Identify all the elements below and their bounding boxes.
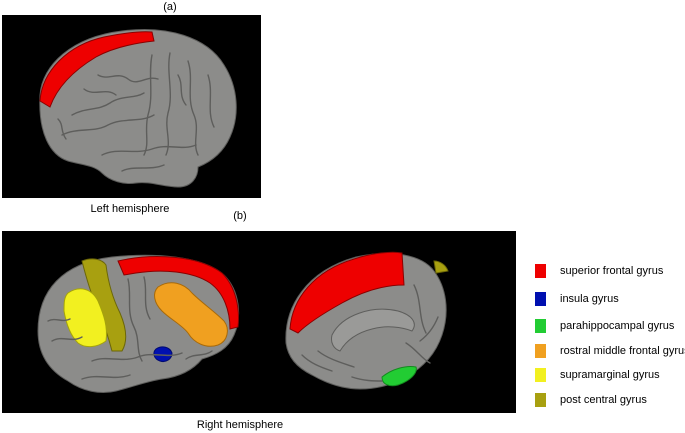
right-medial-superior-frontal-region	[289, 251, 405, 334]
legend-label: rostral middle frontal gyrus	[560, 345, 685, 357]
legend-swatch	[535, 368, 546, 382]
legend-swatch	[535, 393, 546, 407]
right-medial-parahippocampal-region	[381, 366, 417, 387]
left-hemisphere-brain-image	[39, 29, 237, 188]
legend-item-superior-frontal: superior frontal gyrus	[535, 264, 663, 278]
legend-swatch	[535, 292, 546, 306]
legend-label: superior frontal gyrus	[560, 265, 664, 277]
right-lateral-rostral-middle-frontal-region	[154, 282, 228, 347]
left-hemisphere-panel	[2, 15, 261, 198]
legend-item-insula: insula gyrus	[535, 292, 619, 306]
left-sulci-lines	[57, 52, 215, 172]
right-medial-sulci-lines	[301, 284, 439, 382]
legend-swatch	[535, 264, 546, 278]
right-hemisphere-caption: Right hemisphere	[196, 419, 284, 431]
panel-b-title: (b)	[233, 210, 247, 222]
right-lateral-supramarginal-region	[63, 288, 107, 348]
legend-label: insula gyrus	[560, 293, 619, 305]
right-hemisphere-brain-image	[37, 251, 449, 394]
right-medial-post-central-region	[433, 260, 449, 274]
legend-item-rostral-middle-frontal: rostral middle frontal gyrus	[535, 344, 685, 358]
legend-label: post central gyrus	[560, 394, 647, 406]
legend-item-post-central: post central gyrus	[535, 393, 647, 407]
legend-swatch	[535, 344, 546, 358]
panel-a-title: (a)	[163, 1, 177, 13]
legend-item-parahippocampal: parahippocampal gyrus	[535, 319, 674, 333]
legend-label: parahippocampal gyrus	[560, 320, 675, 332]
left-superior-frontal-region	[39, 31, 155, 108]
legend-swatch	[535, 319, 546, 333]
legend-item-supramarginal: supramarginal gyrus	[535, 368, 660, 382]
right-hemisphere-panel	[2, 231, 516, 413]
right-lateral-insula-region	[153, 346, 173, 362]
right-medial-corpus-callosum	[331, 308, 415, 352]
right-lateral-superior-frontal-region	[117, 256, 239, 330]
left-hemisphere-caption: Left hemisphere	[90, 203, 170, 215]
right-lateral-sulci-lines	[47, 276, 213, 380]
legend-label: supramarginal gyrus	[560, 369, 660, 381]
